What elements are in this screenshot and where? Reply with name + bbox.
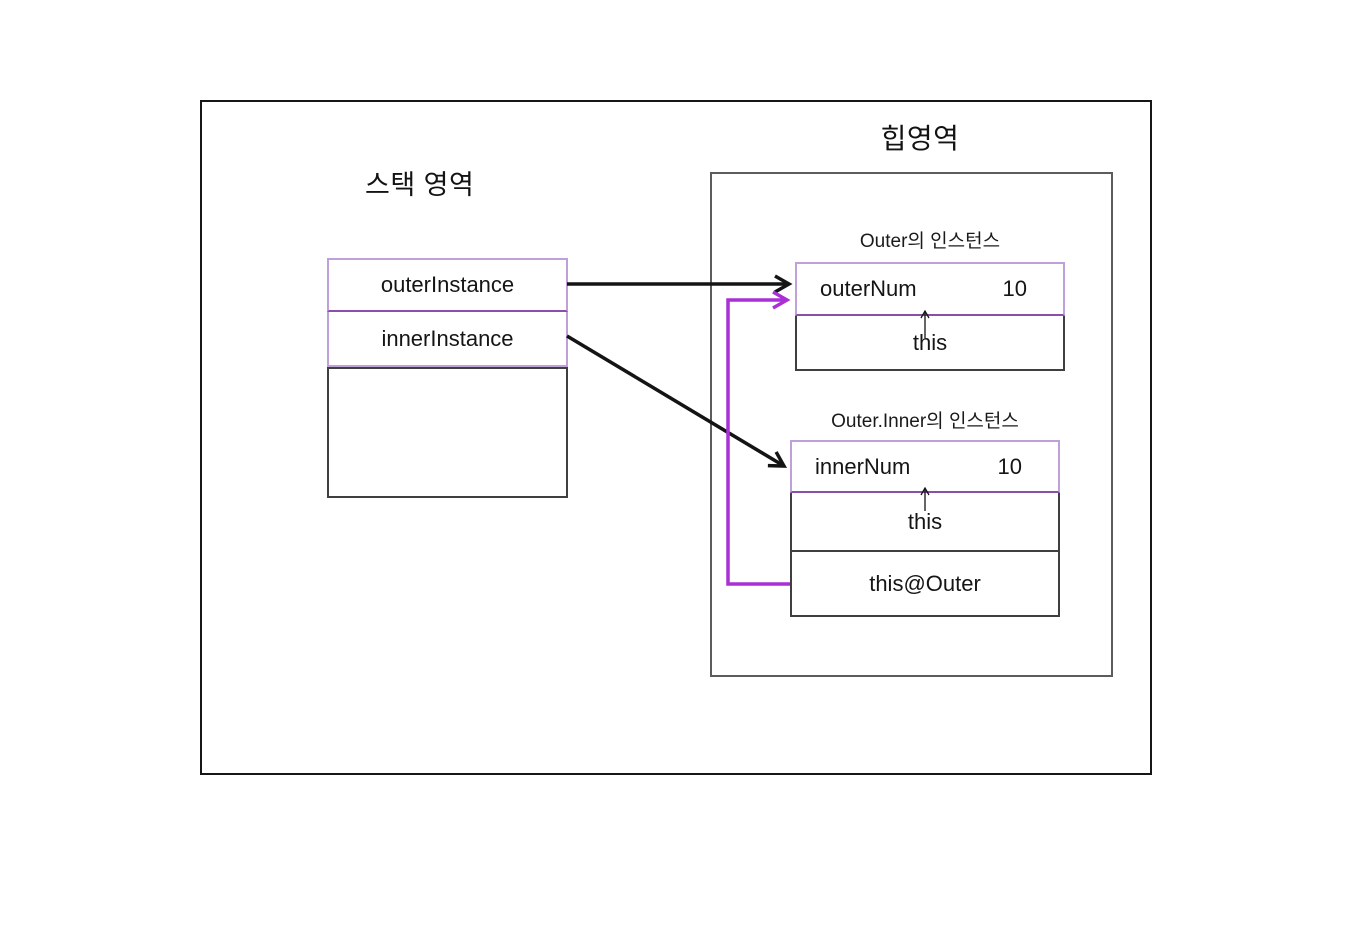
- stack-slot-label: innerInstance: [381, 325, 514, 351]
- inner-instance-field-row: innerNum 10: [790, 440, 1060, 493]
- this-label: this: [912, 329, 948, 355]
- stack-empty-frame: [327, 367, 568, 498]
- outer-instance-field-row: outerNum 10: [795, 262, 1065, 316]
- inner-instance-caption: Outer.Inner의 인스턴스: [831, 411, 1019, 432]
- stack-slot-inner-instance: innerInstance: [327, 312, 568, 367]
- heap-area-title: 힙영역: [880, 123, 960, 154]
- outer-instance-this-row: this: [795, 316, 1065, 371]
- inner-instance-outer-ref-row: this@Outer: [790, 552, 1060, 617]
- outer-instance-caption: Outer의 인스턴스: [859, 231, 1001, 252]
- stack-slot-label: outerInstance: [380, 272, 515, 297]
- stack-slot-outer-instance: outerInstance: [327, 258, 568, 312]
- outer-ref-label: this@Outer: [869, 570, 981, 596]
- stack-area-title: 스택 영역: [365, 170, 475, 200]
- this-label: this: [907, 508, 943, 534]
- field-name: outerNum: [820, 276, 917, 301]
- field-name: innerNum: [815, 453, 911, 479]
- field-value: 10: [997, 453, 1022, 479]
- diagram-frame: [200, 100, 1152, 775]
- field-value: 10: [1002, 276, 1027, 301]
- inner-instance-this-row: this: [790, 493, 1060, 552]
